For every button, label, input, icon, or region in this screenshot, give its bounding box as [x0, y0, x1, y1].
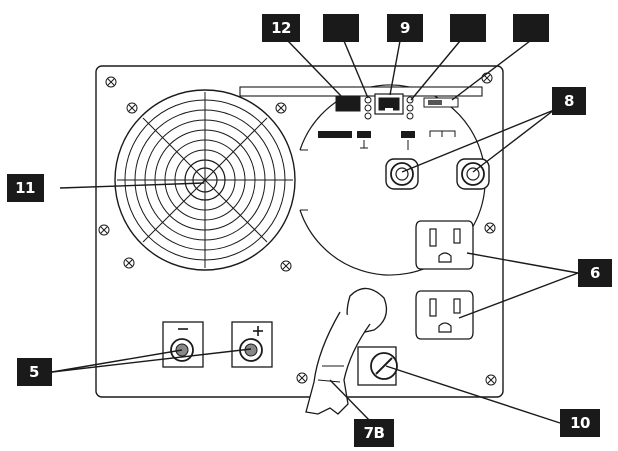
- screw-icon: [296, 372, 308, 384]
- fuse-holder: [357, 346, 398, 386]
- callout-11-text: 11: [15, 179, 35, 197]
- callout-10: 10: [560, 409, 600, 437]
- callout-6-text: 6: [590, 264, 600, 282]
- breaker-left: [385, 158, 419, 190]
- corner-screws: [98, 72, 497, 386]
- dc-terminal-negative: [162, 321, 204, 368]
- ac-outlet-top: [415, 220, 474, 270]
- callout-6: 6: [578, 259, 612, 287]
- callout-9-text: 9: [400, 19, 410, 37]
- callout-11: 11: [7, 174, 44, 202]
- callout-7b: 7B: [354, 419, 394, 447]
- fan-screw-icon: [275, 102, 287, 114]
- callout-5: 5: [17, 358, 52, 386]
- callout-5-text: 5: [29, 363, 39, 381]
- fan-screw-icon: [280, 260, 292, 272]
- callout-7b-text: 7B: [364, 424, 385, 442]
- rj45-port: [374, 93, 404, 115]
- callout-12: 12: [262, 14, 300, 42]
- callout-12-text: 12: [271, 19, 291, 37]
- screw-icon: [481, 72, 493, 84]
- callout-8-text: 8: [564, 92, 574, 110]
- callout-10-text: 10: [570, 414, 590, 432]
- callout-blank-1: [323, 14, 359, 42]
- callout-blank-3: [513, 14, 549, 42]
- led-indicator-left: [364, 96, 372, 120]
- dc-terminal-positive: [231, 321, 273, 368]
- callout-blank-2: [450, 14, 486, 42]
- callout-9: 9: [387, 14, 423, 42]
- fan-screw-icon: [123, 257, 135, 269]
- leader-lines: [51, 40, 579, 425]
- callout-8: 8: [552, 87, 586, 115]
- chassis-panel: [95, 65, 504, 398]
- connector-strip: [239, 86, 483, 150]
- screw-icon: [485, 374, 497, 386]
- ac-outlet-bottom: [415, 290, 474, 340]
- screw-icon: [484, 222, 496, 234]
- screw-icon: [105, 76, 117, 88]
- fan-screw-icon: [126, 102, 138, 114]
- screw-icon: [98, 224, 110, 236]
- power-cord: [305, 287, 388, 415]
- led-indicator-right: [406, 96, 414, 120]
